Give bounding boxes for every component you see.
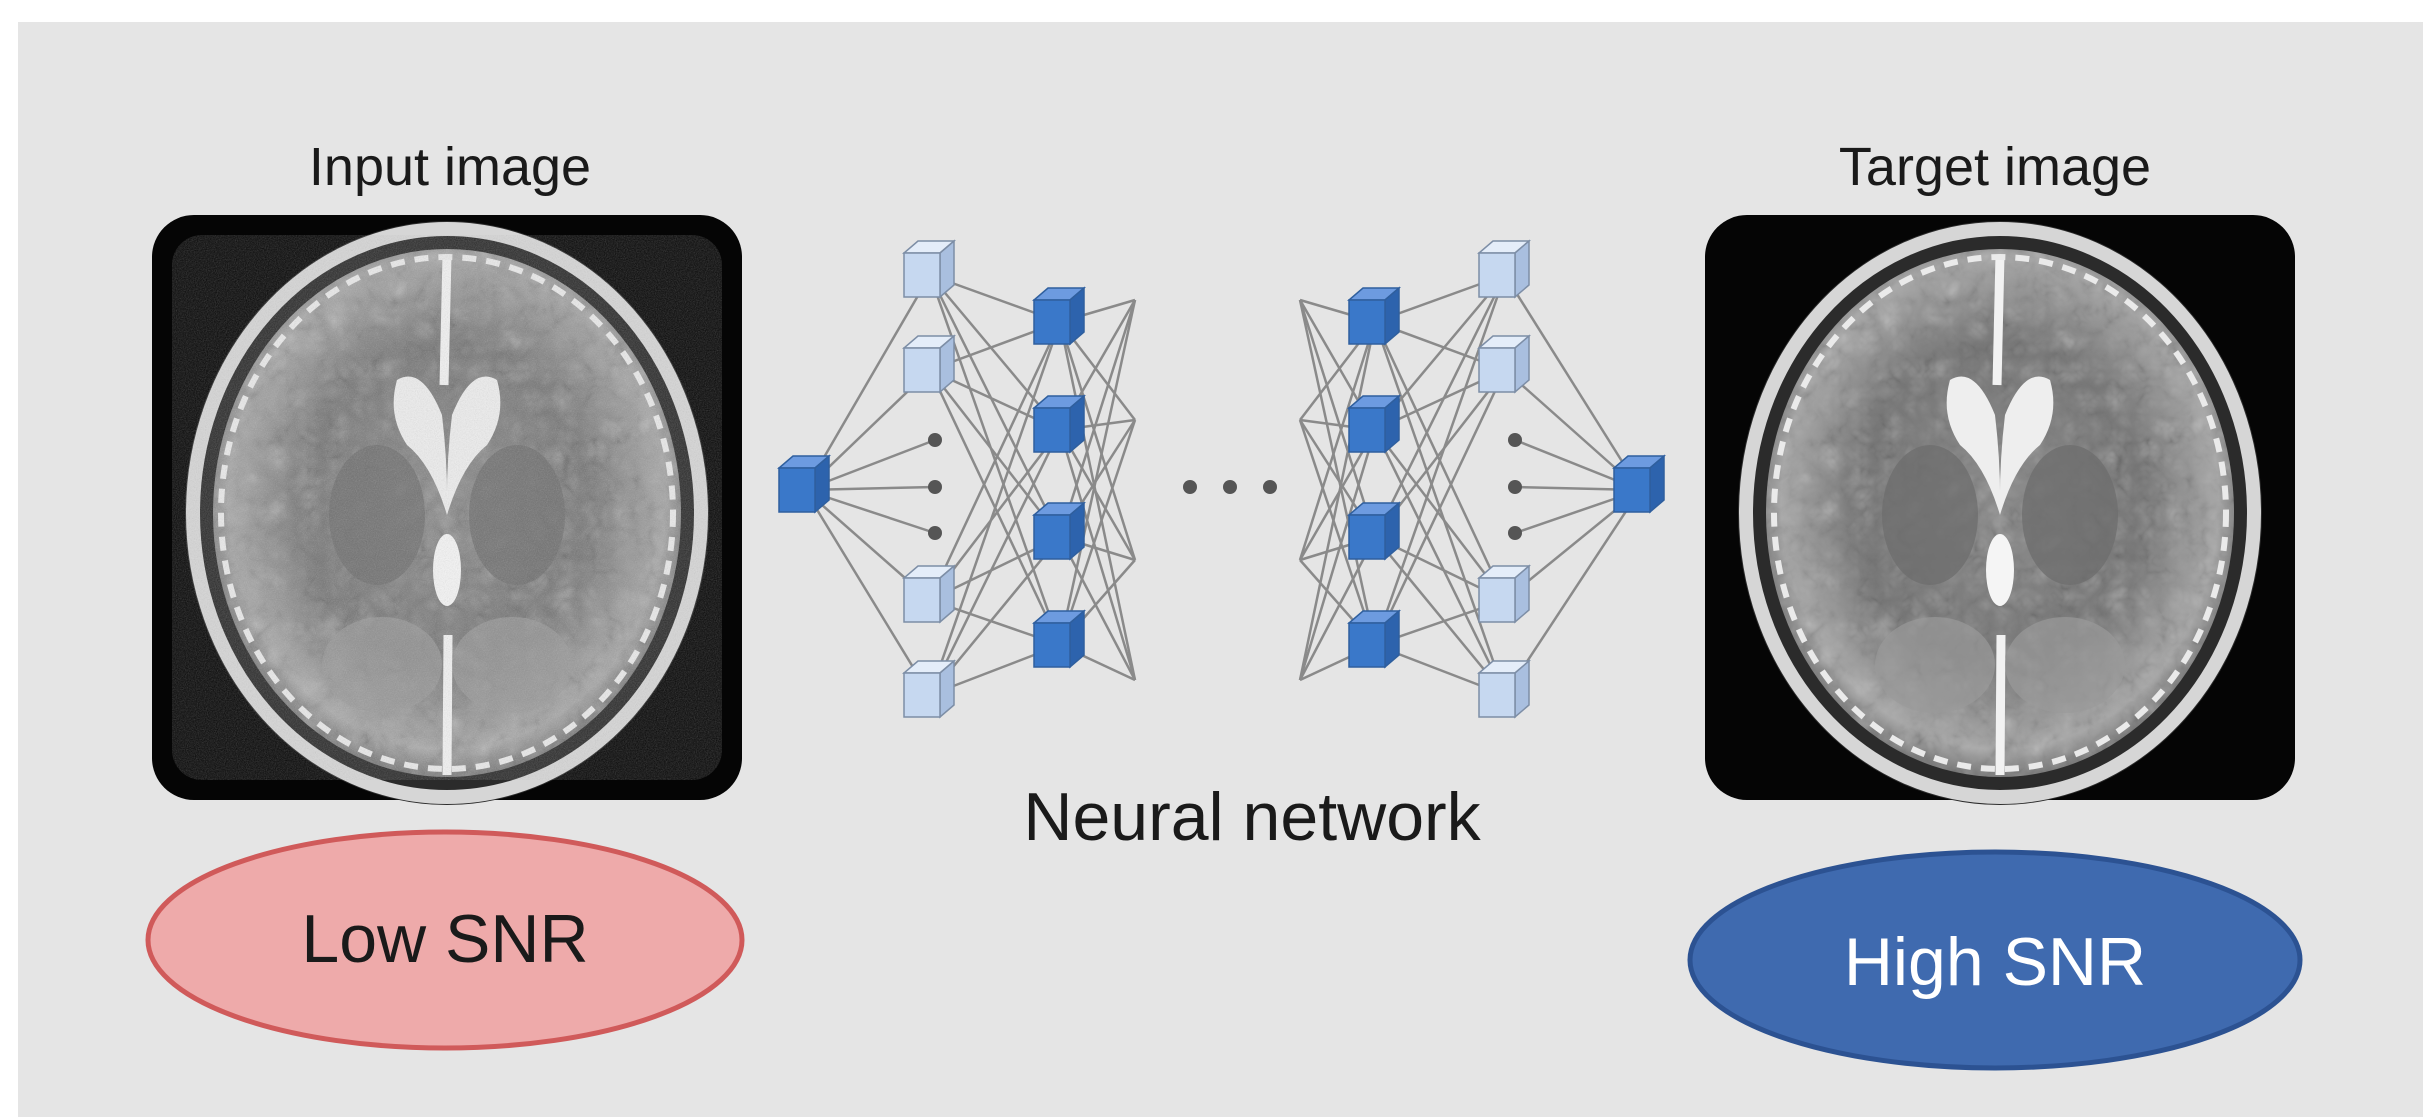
network-edge xyxy=(1058,299,1137,646)
light-cube-node xyxy=(1478,240,1530,298)
network-edge xyxy=(1298,429,1377,681)
hidden-node-dot xyxy=(928,526,942,540)
low-snr-ellipse xyxy=(145,829,745,1051)
low-snr-label: Low SNR xyxy=(301,901,588,977)
dark-cube-node xyxy=(1348,610,1400,668)
network-edge xyxy=(1298,419,1377,646)
dark-cube-node xyxy=(1613,455,1665,513)
network-edge xyxy=(928,429,1062,696)
dark-cube-node xyxy=(778,455,830,513)
light-cube-node xyxy=(1478,565,1530,623)
network-nodes xyxy=(778,240,1665,718)
light-cube-node xyxy=(903,565,955,623)
network-edge xyxy=(1374,429,1506,601)
high-snr-ellipse xyxy=(1687,849,2303,1071)
network-edge xyxy=(1298,321,1377,681)
network-edge xyxy=(929,369,1061,538)
network-edge xyxy=(1373,274,1507,646)
input-mri-image xyxy=(152,215,742,805)
hidden-node-dot xyxy=(1508,526,1522,540)
network-edge xyxy=(1298,536,1377,681)
target-image-title: Target image xyxy=(1839,137,2151,197)
dark-cube-node xyxy=(1348,502,1400,560)
ellipsis-dots xyxy=(1183,480,1277,494)
hidden-node-dot xyxy=(1508,480,1522,494)
network-edge xyxy=(1298,299,1377,538)
target-mri-image xyxy=(1705,215,2295,805)
network-edge xyxy=(1058,536,1137,681)
network-edge xyxy=(1373,274,1507,538)
light-cube-node xyxy=(903,335,955,393)
input-image-title: Input image xyxy=(309,137,591,197)
network-edge xyxy=(803,274,932,491)
network-edge xyxy=(1298,299,1377,646)
hidden-node-dot xyxy=(1508,433,1522,447)
network-edge xyxy=(1058,429,1137,561)
high-snr-badge: High SNR xyxy=(1687,849,2303,1071)
network-edge xyxy=(1058,299,1137,538)
network-edge xyxy=(928,321,1062,601)
dark-cube-node xyxy=(1348,395,1400,453)
dark-cube-node xyxy=(1033,287,1085,345)
hidden-node-dot xyxy=(928,433,942,447)
network-edge xyxy=(1373,369,1507,646)
network-edge xyxy=(1058,321,1137,561)
dark-cube-node xyxy=(1033,502,1085,560)
high-snr-label: High SNR xyxy=(1844,924,2146,1000)
hidden-node-dot xyxy=(928,480,942,494)
network-edge xyxy=(928,274,1062,538)
network-edge xyxy=(1298,321,1377,561)
light-cube-node xyxy=(903,240,955,298)
network-edge xyxy=(1373,429,1507,696)
low-snr-badge: Low SNR xyxy=(145,829,745,1051)
light-cube-node xyxy=(1478,335,1530,393)
network-edge xyxy=(928,321,1062,696)
light-cube-node xyxy=(903,660,955,718)
network-edge xyxy=(1058,429,1137,681)
dark-cube-node xyxy=(1033,610,1085,668)
network-edge xyxy=(803,489,932,696)
dark-cube-node xyxy=(1033,395,1085,453)
network-edge xyxy=(1503,274,1642,491)
dark-cube-node xyxy=(1348,287,1400,345)
network-edge xyxy=(1058,419,1137,646)
network-edge xyxy=(1058,321,1137,681)
light-cube-node xyxy=(1478,660,1530,718)
neural-network-label: Neural network xyxy=(1023,779,1481,855)
